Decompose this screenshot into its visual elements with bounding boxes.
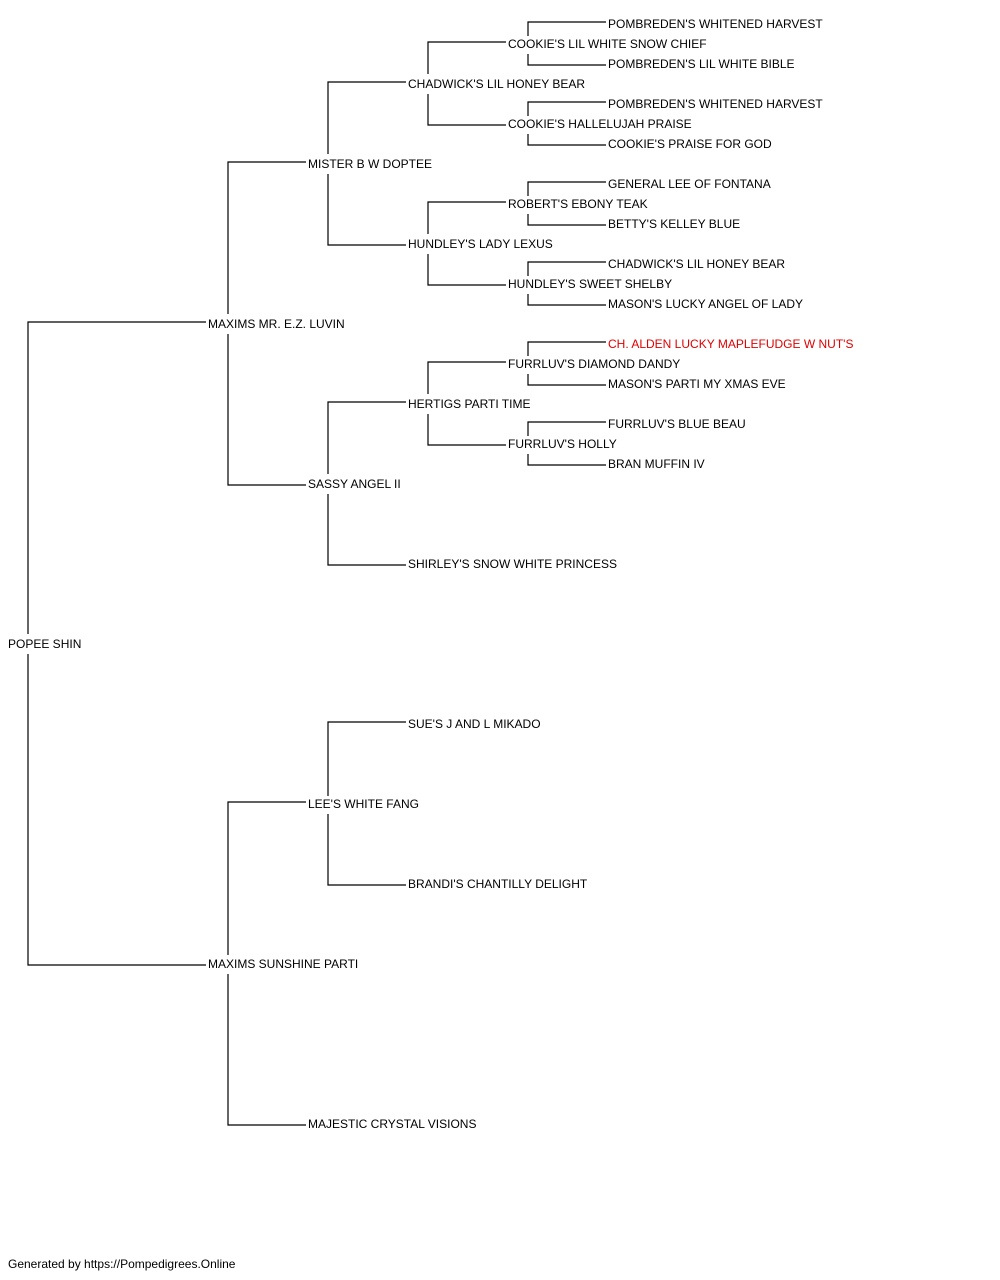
connector-sd-sdd	[327, 494, 406, 566]
connector-sss-sssd	[427, 94, 506, 126]
dog-sdsdd[interactable]: BRAN MUFFIN IV	[608, 457, 705, 471]
dog-dam-sire[interactable]: LEE'S WHITE FANG	[308, 797, 419, 811]
connector-ssd-ssdd	[427, 254, 506, 286]
dog-sdssd[interactable]: MASON'S PARTI MY XMAS EVE	[608, 377, 786, 391]
dog-dam[interactable]: MAXIMS SUNSHINE PARTI	[208, 957, 359, 971]
dog-ssssd[interactable]: POMBREDEN'S LIL WHITE BIBLE	[608, 57, 795, 71]
dog-ssss[interactable]: COOKIE'S LIL WHITE SNOW CHIEF	[508, 37, 707, 51]
connector-sire-sd	[227, 334, 306, 486]
connector-ds-dsd	[327, 814, 406, 886]
dog-ssdd[interactable]: HUNDLEY'S SWEET SHELBY	[508, 277, 673, 291]
connector-ssdd-ssddd	[527, 294, 606, 306]
connector-sd-sds	[327, 401, 406, 474]
dog-dam-dam[interactable]: MAJESTIC CRYSTAL VISIONS	[308, 1117, 477, 1131]
dog-sss[interactable]: CHADWICK'S LIL HONEY BEAR	[408, 77, 585, 91]
connector-ssss-sssss	[527, 21, 606, 36]
dog-sssdd[interactable]: COOKIE'S PRAISE FOR GOD	[608, 137, 772, 151]
dog-sdsd[interactable]: FURRLUV'S HOLLY	[508, 437, 617, 451]
connector-sdsd-sdsds	[527, 421, 606, 436]
connector-subject-dam	[27, 654, 206, 966]
generated-by-footer: Generated by https://Pompedigrees.Online	[8, 1257, 236, 1271]
dog-sssds[interactable]: POMBREDEN'S WHITENED HARVEST	[608, 97, 823, 111]
connector-sds-sdss	[427, 361, 506, 394]
dog-ssdsd[interactable]: BETTY'S KELLEY BLUE	[608, 217, 741, 231]
connector-ss-sss	[327, 81, 406, 154]
dog-sds[interactable]: HERTIGS PARTI TIME	[408, 397, 531, 411]
dog-sdsss-champion[interactable]: CH. ALDEN LUCKY MAPLEFUDGE W NUT'S	[608, 337, 854, 351]
dog-ssdss[interactable]: GENERAL LEE OF FONTANA	[608, 177, 771, 191]
dog-dss[interactable]: SUE'S J AND L MIKADO	[408, 717, 541, 731]
dog-sdss[interactable]: FURRLUV'S DIAMOND DANDY	[508, 357, 681, 371]
dog-ssddd[interactable]: MASON'S LUCKY ANGEL OF LADY	[608, 297, 804, 311]
connector-ssds-ssdss	[527, 181, 606, 196]
dog-sdd[interactable]: SHIRLEY'S SNOW WHITE PRINCESS	[408, 557, 617, 571]
connector-sdss-sdssd	[527, 374, 606, 386]
dog-sdsds[interactable]: FURRLUV'S BLUE BEAU	[608, 417, 746, 431]
connector-sss-ssss	[427, 41, 506, 74]
dog-sire[interactable]: MAXIMS MR. E.Z. LUVIN	[208, 317, 345, 331]
connector-ss-ssd	[327, 174, 406, 246]
connector-ssss-ssssd	[527, 54, 606, 66]
connector-ssds-ssdsd	[527, 214, 606, 226]
connector-sssd-sssdd	[527, 134, 606, 146]
dog-sire-sire[interactable]: MISTER B W DOPTEE	[308, 157, 433, 171]
connector-ssdd-ssdds	[527, 261, 606, 276]
connector-sire-ss	[227, 161, 306, 314]
dog-ssds[interactable]: ROBERT'S EBONY TEAK	[508, 197, 648, 211]
connector-dam-dd	[227, 974, 306, 1126]
dog-dsd[interactable]: BRANDI'S CHANTILLY DELIGHT	[408, 877, 588, 891]
connector-sssd-sssds	[527, 101, 606, 116]
connector-ds-dss	[327, 721, 406, 796]
dog-popee-shin[interactable]: POPEE SHIN	[8, 637, 82, 651]
connector-subject-sire	[27, 321, 206, 634]
connector-sds-sdsd	[427, 414, 506, 446]
dog-sssd[interactable]: COOKIE'S HALLELUJAH PRAISE	[508, 117, 692, 131]
connector-ssd-ssds	[427, 201, 506, 234]
dog-sssss[interactable]: POMBREDEN'S WHITENED HARVEST	[608, 17, 823, 31]
dog-ssdds[interactable]: CHADWICK'S LIL HONEY BEAR	[608, 257, 785, 271]
dog-sire-dam[interactable]: SASSY ANGEL II	[308, 477, 401, 491]
connector-dam-ds	[227, 801, 306, 955]
connector-sdsd-sdsdd	[527, 454, 606, 466]
connector-sdss-sdsss	[527, 341, 606, 356]
dog-ssd[interactable]: HUNDLEY'S LADY LEXUS	[408, 237, 553, 251]
